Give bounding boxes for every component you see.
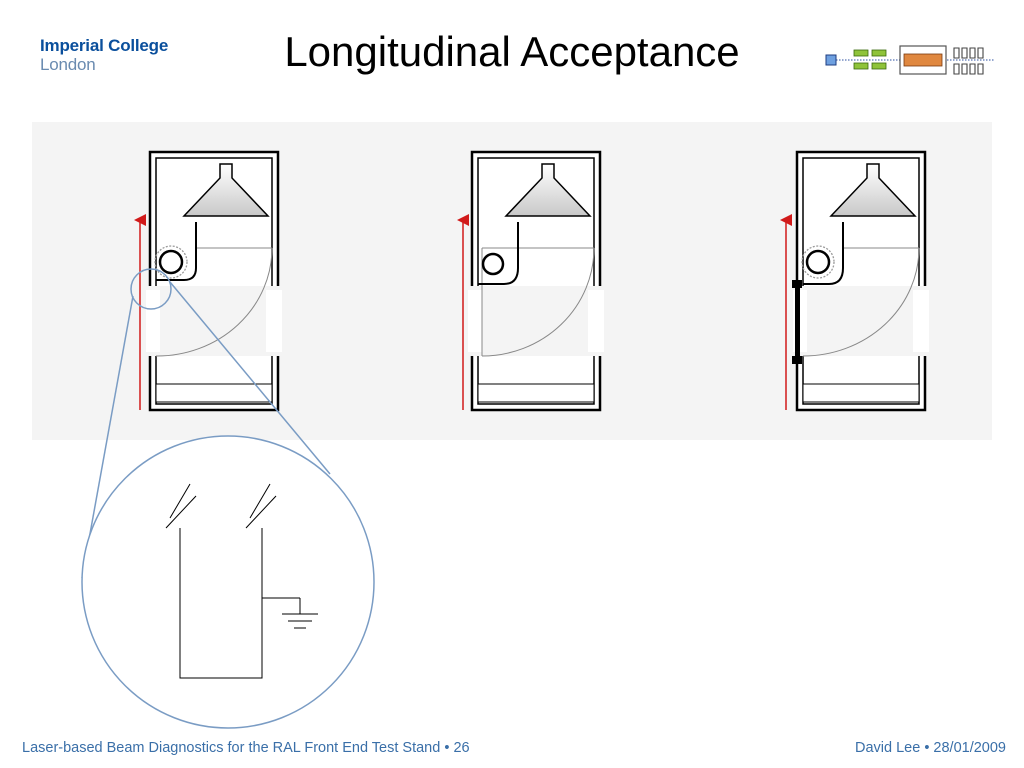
- footer-right: David Lee • 28/01/2009: [855, 740, 1006, 756]
- beamline-icon: [825, 45, 995, 75]
- detector-panel-2: [457, 150, 604, 412]
- imperial-logo: Imperial College London: [40, 36, 168, 74]
- footer-left: Laser-based Beam Diagnostics for the RAL…: [22, 740, 470, 756]
- detector-panel-3: [780, 150, 929, 412]
- slide-title: Longitudinal Acceptance: [284, 28, 740, 75]
- logo-line-2: London: [40, 55, 96, 74]
- detector-panel-1: [130, 150, 282, 412]
- logo-line-1: Imperial College: [40, 36, 169, 55]
- zoom-inset: [81, 281, 375, 729]
